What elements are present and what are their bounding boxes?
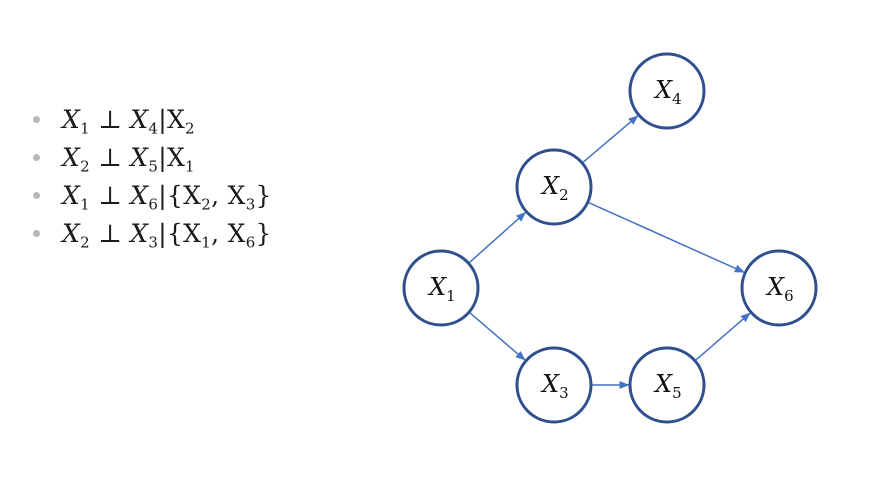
statement-text: X1 ⊥ X4|X2 <box>62 104 195 137</box>
node-circle <box>515 346 593 424</box>
edge-x1-to-x2 <box>469 212 527 263</box>
node-x6: X6 <box>740 249 818 327</box>
node-x2: X2 <box>515 148 593 226</box>
node-x5: X5 <box>628 346 706 424</box>
node-circle <box>402 249 480 327</box>
edges-layer <box>469 115 751 389</box>
bullet-icon <box>33 115 40 123</box>
node-x1: X1 <box>402 249 480 327</box>
independence-statement-list: X1 ⊥ X4|X2 X2 ⊥ X5|X1 X1 ⊥ X6|{X2, X3} X… <box>33 100 272 252</box>
node-label: X4 <box>653 76 682 108</box>
node-label: X3 <box>540 370 569 402</box>
node-label: X5 <box>653 370 682 402</box>
statement-text: X1 ⊥ X6|{X2, X3} <box>62 180 272 213</box>
node-circle <box>515 148 593 226</box>
node-label: X6 <box>765 273 794 305</box>
node-circle <box>628 52 706 130</box>
independence-statement-3: X1 ⊥ X6|{X2, X3} <box>33 176 272 214</box>
edge-x2-to-x6 <box>588 202 745 273</box>
bullet-icon <box>33 191 40 199</box>
statement-text: X2 ⊥ X5|X1 <box>62 142 195 175</box>
edge-x2-to-x4 <box>582 115 639 163</box>
node-label: X2 <box>540 172 569 204</box>
edge-x5-to-x6 <box>695 312 751 361</box>
node-circle <box>628 346 706 424</box>
independence-statement-4: X2 ⊥ X3|{X1, X6} <box>33 214 272 252</box>
independence-statement-1: X1 ⊥ X4|X2 <box>33 100 272 138</box>
independence-statement-2: X2 ⊥ X5|X1 <box>33 138 272 176</box>
node-label: X1 <box>427 273 456 305</box>
statement-text: X2 ⊥ X3|{X1, X6} <box>62 218 272 251</box>
node-circle <box>740 249 818 327</box>
bullet-icon <box>33 153 40 161</box>
edge-x1-to-x3 <box>469 312 526 361</box>
node-x3: X3 <box>515 346 593 424</box>
bullet-icon <box>33 229 40 237</box>
node-x4: X4 <box>628 52 706 130</box>
